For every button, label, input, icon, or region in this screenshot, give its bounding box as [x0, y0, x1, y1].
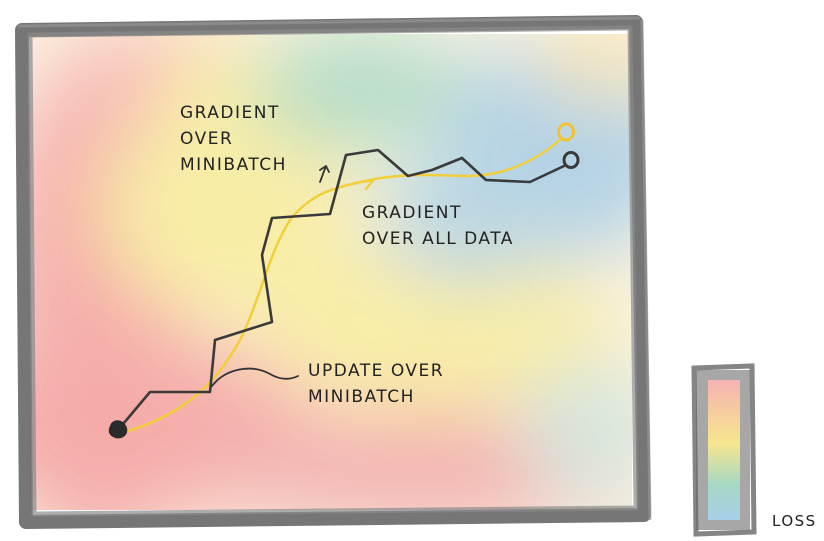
update-minibatch-line-1: Update over	[308, 358, 444, 384]
gradient-all-data-label: Gradient over all data	[362, 200, 514, 252]
gradient-minibatch-line-2: over	[180, 126, 287, 152]
loss-legend-bar	[694, 366, 754, 534]
update-minibatch-line-2: minibatch	[308, 384, 444, 410]
gradient-minibatch-line-1: Gradient	[180, 100, 287, 126]
loss-heatmap	[0, 20, 680, 541]
update-minibatch-label: Update over minibatch	[308, 358, 444, 410]
gradient-minibatch-label: Gradient over minibatch	[180, 100, 287, 178]
gradient-all-data-line-2: over all data	[362, 226, 514, 252]
gradient-minibatch-line-3: minibatch	[180, 152, 287, 178]
loss-legend-label: Loss	[772, 508, 817, 534]
gradient-all-data-line-1: Gradient	[362, 200, 514, 226]
